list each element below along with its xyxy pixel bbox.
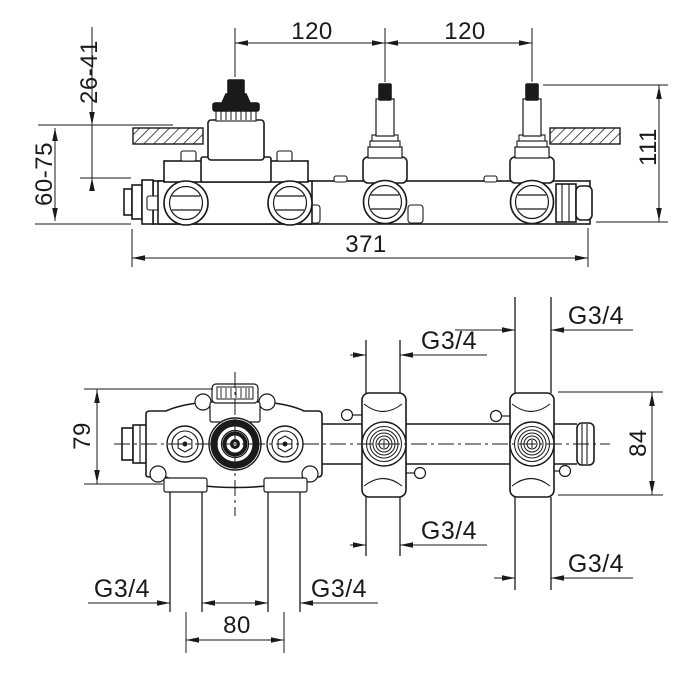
dim-label-79: 79 (69, 422, 96, 450)
wall-section-right (549, 127, 621, 145)
front-view (123, 79, 621, 226)
shutoff-valve1-plan (340, 340, 427, 556)
dim-80-group (185, 612, 285, 653)
port-cap-left (163, 180, 209, 226)
thread-label-valve2-top: G3/4 (568, 302, 624, 330)
cartridge-stem (227, 79, 245, 96)
plan-view (114, 297, 610, 612)
thread-dim-valve2-top (455, 327, 633, 333)
front-view-dimensions: 120 120 371 26-41 60-75 111 (31, 18, 668, 267)
thread-label-valve1-bottom: G3/4 (421, 517, 477, 545)
shutoff-valve2-front (509, 83, 555, 225)
thread-dim-inlets (88, 600, 378, 606)
dim-label-371: 371 (345, 231, 387, 258)
dim-label-80: 80 (223, 612, 251, 639)
dim-60-75-group (35, 128, 131, 225)
cartridge-cone (220, 93, 252, 104)
thread-label-inlet-left: G3/4 (94, 575, 150, 603)
thread-label-valve2-bottom: G3/4 (568, 550, 624, 578)
dim-79-group (84, 388, 213, 485)
centerlines (114, 372, 610, 516)
dim-label-111: 111 (635, 128, 662, 166)
dim-84-group (558, 391, 663, 496)
thermostat-assembly-front (157, 79, 313, 226)
thread-dim-valve1-bottom (350, 542, 487, 548)
dim-label-84: 84 (625, 429, 652, 457)
dim-120-group (234, 28, 533, 82)
thread-label-valve1-top: G3/4 (421, 327, 477, 355)
dim-26-41-group (38, 27, 173, 191)
valve2-stem-tip (525, 83, 539, 101)
shutoff-valve2-plan (489, 297, 572, 590)
collar-ticks (220, 111, 252, 120)
thread-dim-valve1-top (350, 352, 487, 358)
thread-label-inlet-right: G3/4 (311, 575, 367, 603)
dim-111-group (543, 84, 668, 223)
thread-dim-valve2-bottom (494, 575, 633, 581)
valve1-stem-tip (378, 83, 392, 101)
thermostat-body-plan (121, 383, 323, 612)
dim-label-120-left: 120 (291, 18, 333, 45)
dim-371-group (131, 228, 589, 267)
port-cap-right (267, 180, 313, 226)
dim-label-60-75: 60-75 (31, 142, 58, 206)
shutoff-valve1-front (362, 83, 408, 225)
plan-view-dimensions: 79 84 80 G3/4 G3/4 G3/4 G3/4 G3/4 G3/4 (69, 302, 663, 653)
cartridge-flange (212, 102, 260, 112)
dim-label-26-41: 26-41 (76, 40, 103, 104)
wall-section-left (132, 127, 204, 145)
dim-label-120-right: 120 (444, 18, 486, 45)
